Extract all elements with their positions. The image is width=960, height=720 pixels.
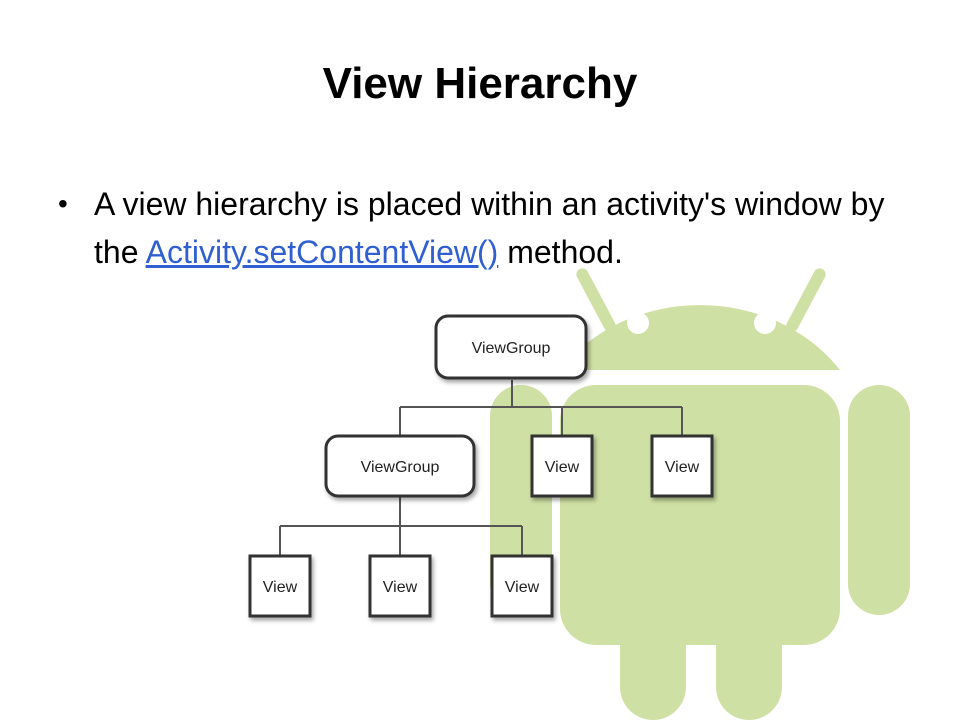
diagram-node-level2-view-a: View: [248, 554, 312, 618]
diagram-node-level2-view-b: View: [368, 554, 432, 618]
set-content-view-link[interactable]: Activity.setContentView(): [145, 234, 499, 270]
android-leg-right: [716, 600, 782, 720]
diagram-node-level1-viewgroup: ViewGroup: [324, 434, 476, 498]
bullet-marker: •: [58, 188, 68, 219]
android-body: [560, 385, 840, 645]
android-arm-right: [848, 385, 910, 615]
bullet-list: • A view hierarchy is placed within an a…: [58, 180, 918, 276]
diagram-node-root: ViewGroup: [434, 314, 588, 380]
diagram-node-level1-view-b: View: [650, 434, 714, 498]
android-eye-left: [627, 312, 649, 334]
bullet-text-after-link: method.: [498, 234, 623, 270]
diagram-node-level2-view-c: View: [490, 554, 554, 618]
node-label-level1-1: View: [545, 459, 580, 476]
android-antenna-left: [576, 268, 616, 332]
node-label-root: ViewGroup: [472, 340, 551, 357]
node-label-level2-2: View: [505, 579, 540, 596]
diagram-node-level1-view-a: View: [530, 434, 594, 498]
android-eye-right: [754, 312, 776, 334]
bullet-item: • A view hierarchy is placed within an a…: [58, 180, 918, 276]
bullet-text-before-link: A view hierarchy is placed within an act…: [94, 186, 885, 270]
node-label-level2-1: View: [383, 579, 418, 596]
node-label-level1-0: ViewGroup: [361, 459, 440, 476]
diagram-connectors: [279, 380, 683, 556]
android-antenna-right: [786, 268, 826, 332]
slide-title: View Hierarchy: [322, 59, 638, 108]
node-label-level1-2: View: [665, 459, 700, 476]
node-label-level2-0: View: [263, 579, 298, 596]
android-leg-left: [620, 600, 686, 720]
